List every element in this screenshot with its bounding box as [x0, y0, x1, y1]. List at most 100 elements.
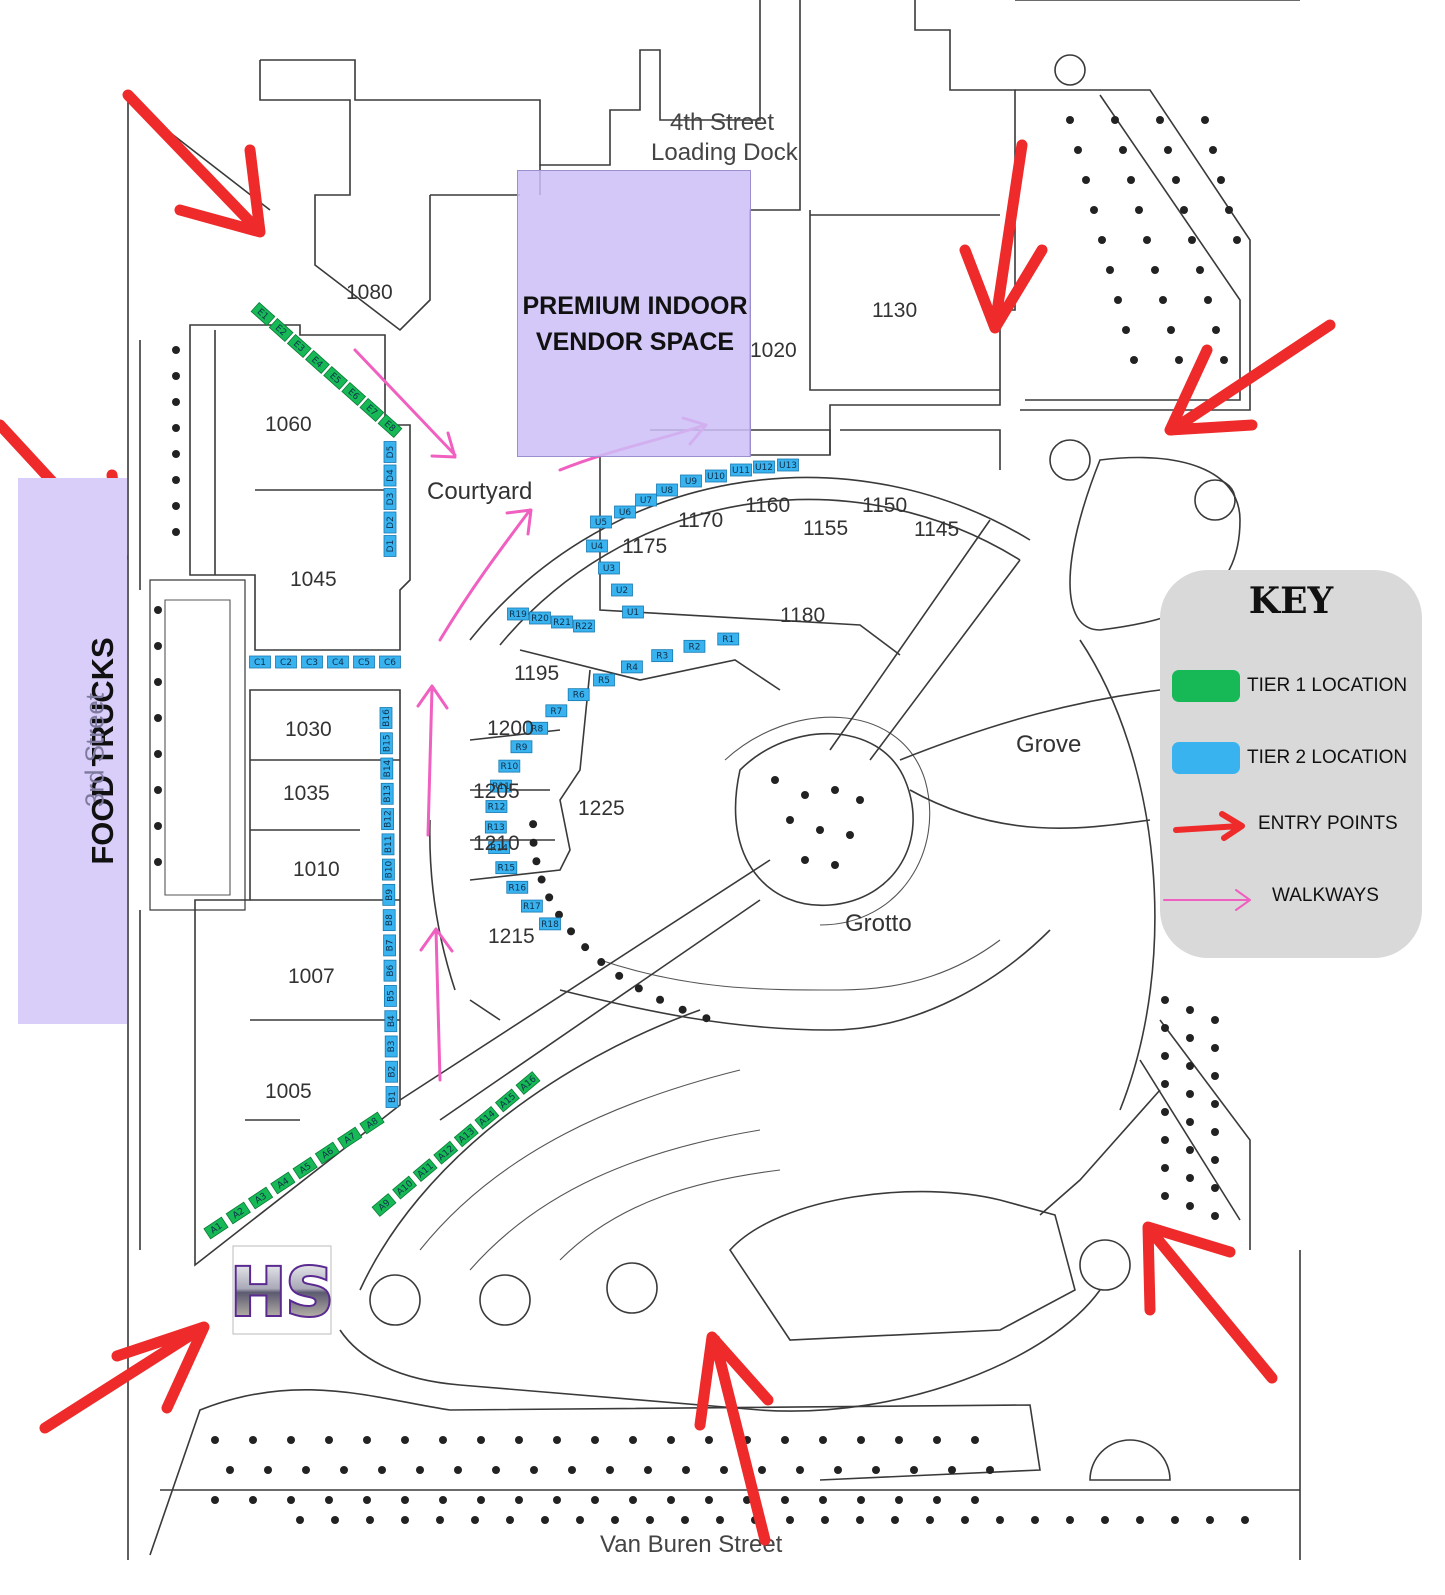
tree-dot — [1211, 1184, 1219, 1192]
booth-b7: B7 — [383, 934, 397, 957]
room-1175: 1175 — [622, 535, 667, 558]
tree-dot — [705, 1436, 713, 1444]
booth-r9: R9 — [510, 740, 533, 754]
tree-dot — [302, 1466, 310, 1474]
tree-dot — [846, 831, 854, 839]
svg-text:U4: U4 — [591, 542, 604, 552]
booth-r19: R19 — [507, 607, 529, 621]
booth-r10: R10 — [498, 759, 521, 773]
booth-r17: R17 — [520, 899, 543, 913]
tree-dot — [492, 1466, 500, 1474]
booth-u11: U11 — [730, 463, 752, 477]
booth-e3: E3 — [286, 333, 312, 359]
tree-dot — [1186, 1006, 1194, 1014]
tree-dot — [1217, 176, 1225, 184]
svg-text:U12: U12 — [755, 463, 773, 473]
svg-text:U8: U8 — [661, 486, 674, 496]
booth-r5: R5 — [593, 673, 615, 687]
tree-dot — [1211, 1212, 1219, 1220]
tree-dot — [1136, 1516, 1144, 1524]
tree-dot — [1161, 1108, 1169, 1116]
booth-b6: B6 — [383, 959, 397, 982]
svg-text:R20: R20 — [531, 614, 549, 624]
tree-dot — [1161, 1164, 1169, 1172]
booth-d1: D1 — [383, 535, 397, 557]
svg-text:U1: U1 — [627, 608, 639, 618]
room-1007: 1007 — [288, 965, 335, 988]
tree-dot — [1066, 1516, 1074, 1524]
tree-dot — [1211, 1156, 1219, 1164]
tree-dot — [287, 1496, 295, 1504]
loading-dock-label: Loading Dock — [651, 139, 799, 166]
tree-dot — [1172, 176, 1180, 184]
svg-text:C3: C3 — [306, 658, 318, 668]
booth-e8: E8 — [377, 413, 403, 439]
tree-dot — [172, 476, 180, 484]
tree-dot — [634, 984, 643, 993]
booth-b5: B5 — [383, 985, 397, 1007]
tier2-swatch — [1172, 742, 1240, 774]
tree-dot — [567, 927, 576, 936]
svg-text:R6: R6 — [573, 691, 585, 701]
room-1045: 1045 — [290, 568, 337, 591]
svg-text:C4: C4 — [332, 658, 344, 668]
svg-text:D3: D3 — [386, 493, 396, 506]
tree-dot — [1186, 1202, 1194, 1210]
tree-dot — [1212, 326, 1220, 334]
booth-b8: B8 — [382, 909, 396, 932]
tree-dot — [667, 1496, 675, 1504]
svg-text:R5: R5 — [598, 676, 610, 686]
tree-dot — [1074, 146, 1082, 154]
booth-r3: R3 — [651, 649, 674, 663]
svg-text:B3: B3 — [387, 1041, 397, 1053]
svg-text:R16: R16 — [508, 883, 526, 893]
svg-text:B6: B6 — [386, 964, 396, 976]
booth-u12: U12 — [753, 460, 775, 474]
tree-dot — [1156, 116, 1164, 124]
room-1030: 1030 — [285, 718, 332, 741]
tree-dot — [1101, 1516, 1109, 1524]
booth-d3: D3 — [383, 488, 397, 510]
booth-r22: R22 — [573, 619, 595, 633]
booth-c6: C6 — [379, 655, 401, 669]
room-1145: 1145 — [914, 518, 959, 541]
tree-dot — [801, 791, 809, 799]
tree-dot — [416, 1466, 424, 1474]
premium-vendor-label: PREMIUM INDOOR VENDOR SPACE — [510, 288, 760, 360]
tree-dot — [644, 1466, 652, 1474]
room-1060: 1060 — [265, 413, 312, 436]
tree-dot — [933, 1496, 941, 1504]
map-key: KEY TIER 1 LOCATION TIER 2 LOCATION ENTR… — [1160, 570, 1422, 958]
tree-dot — [1211, 1100, 1219, 1108]
booth-r8: R8 — [526, 721, 549, 735]
svg-text:B16: B16 — [382, 709, 392, 727]
tree-dot — [996, 1516, 1004, 1524]
svg-text:C1: C1 — [254, 658, 266, 668]
tree-dot — [325, 1496, 333, 1504]
svg-text:B2: B2 — [388, 1066, 398, 1078]
booth-r1: R1 — [717, 632, 740, 646]
tree-dot — [856, 796, 864, 804]
booth-a14: A14 — [474, 1105, 500, 1130]
svg-text:D2: D2 — [386, 516, 396, 529]
premium-label-line1: PREMIUM INDOOR — [522, 292, 748, 320]
booth-r7: R7 — [545, 704, 568, 718]
svg-text:B5: B5 — [386, 990, 396, 1002]
tree-dot — [154, 606, 162, 614]
tree-dot — [971, 1436, 979, 1444]
booth-r11: R11 — [490, 779, 512, 793]
tree-dot — [530, 1466, 538, 1474]
booth-markers: A1A2A3A4A5A6A7A8A9A10A11A12A13A14A15A16B… — [203, 301, 799, 1240]
tree-dot — [1175, 356, 1183, 364]
svg-text:R8: R8 — [531, 724, 543, 734]
tree-dot — [895, 1436, 903, 1444]
tree-dot — [172, 424, 180, 432]
tree-dot — [287, 1436, 295, 1444]
svg-text:R15: R15 — [497, 864, 515, 874]
room-1130: 1130 — [872, 299, 917, 322]
tree-dot — [363, 1436, 371, 1444]
svg-text:R19: R19 — [509, 610, 527, 620]
tree-dot — [1127, 176, 1135, 184]
tree-dot — [1082, 176, 1090, 184]
